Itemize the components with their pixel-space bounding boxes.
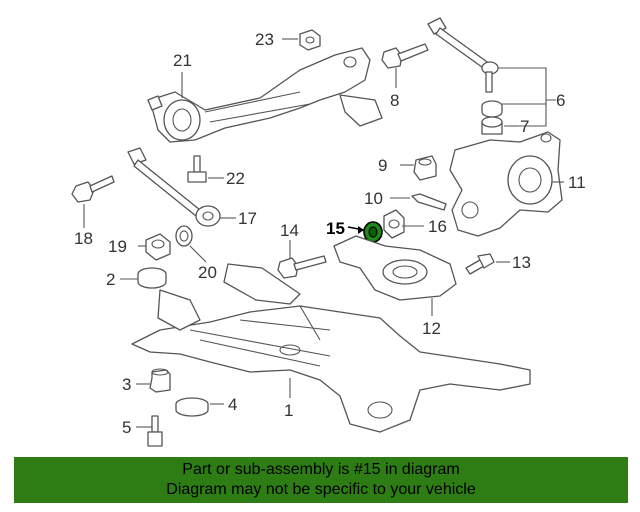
- banner-line-1: Part or sub-assembly is #15 in diagram: [182, 461, 460, 478]
- callout-5: 5: [122, 418, 131, 437]
- info-banner: Part or sub-assembly is #15 in diagram D…: [14, 457, 628, 503]
- callout-21: 21: [173, 51, 192, 70]
- parts-diagram: 23 21 8 6 7 9 11 10 22 17 18 19 20 2 14 …: [71, 17, 586, 447]
- part-15-highlighted[interactable]: [363, 221, 383, 243]
- callout-8: 8: [390, 91, 399, 110]
- part-6-link[interactable]: [427, 17, 499, 93]
- callout-9: 9: [378, 156, 387, 175]
- part-3-mount[interactable]: [149, 368, 171, 393]
- part-19-nut[interactable]: [145, 233, 171, 261]
- part-6-bushing[interactable]: [481, 100, 503, 118]
- callout-3: 3: [122, 375, 131, 394]
- callout-10: 10: [364, 189, 383, 208]
- part-16-nut[interactable]: [383, 209, 405, 239]
- callout-4: 4: [228, 395, 237, 414]
- callout-6: 6: [556, 91, 565, 110]
- part-4-mount[interactable]: [175, 397, 209, 417]
- callout-16: 16: [428, 217, 447, 236]
- part-14-bolt[interactable]: [277, 255, 327, 279]
- callout-2: 2: [106, 270, 115, 289]
- part-1-subframe[interactable]: [131, 263, 531, 433]
- callout-15: 15: [326, 219, 345, 238]
- callout-14: 14: [280, 221, 299, 240]
- part-13-bolt[interactable]: [465, 253, 495, 275]
- part-8-bolt[interactable]: [381, 43, 429, 69]
- callout-labels: 23 21 8 6 7 9 11 10 22 17 18 19 20 2 14 …: [74, 30, 586, 437]
- callout-13: 13: [512, 253, 531, 272]
- part-5-bolt[interactable]: [147, 415, 163, 447]
- callout-11: 11: [568, 173, 586, 192]
- part-11-knuckle[interactable]: [449, 131, 563, 237]
- part-22-bolt[interactable]: [187, 155, 207, 183]
- leader-lines: [83, 38, 564, 428]
- part-23-nut[interactable]: [299, 29, 321, 51]
- part-9-bushing[interactable]: [413, 155, 437, 181]
- part-17-link[interactable]: [127, 147, 221, 227]
- part-2-mount[interactable]: [137, 267, 167, 289]
- part-10-clip[interactable]: [411, 193, 447, 211]
- callout-18: 18: [74, 229, 93, 248]
- callout-19: 19: [108, 237, 127, 256]
- part-7-bushing[interactable]: [481, 116, 503, 135]
- leader-15-highlighted: [347, 226, 365, 234]
- part-21-upper-arm[interactable]: [147, 47, 383, 143]
- callout-20: 20: [198, 263, 217, 282]
- callout-17: 17: [238, 209, 257, 228]
- callout-7: 7: [520, 117, 529, 136]
- banner-line-2: Diagram may not be specific to your vehi…: [166, 481, 476, 498]
- callout-1: 1: [284, 401, 293, 420]
- part-12-lower-arm[interactable]: [333, 235, 457, 301]
- callout-12: 12: [422, 319, 441, 338]
- callout-23: 23: [255, 30, 274, 49]
- callout-22: 22: [226, 169, 245, 188]
- part-18-bolt[interactable]: [71, 175, 115, 203]
- part-20-washer[interactable]: [175, 225, 193, 247]
